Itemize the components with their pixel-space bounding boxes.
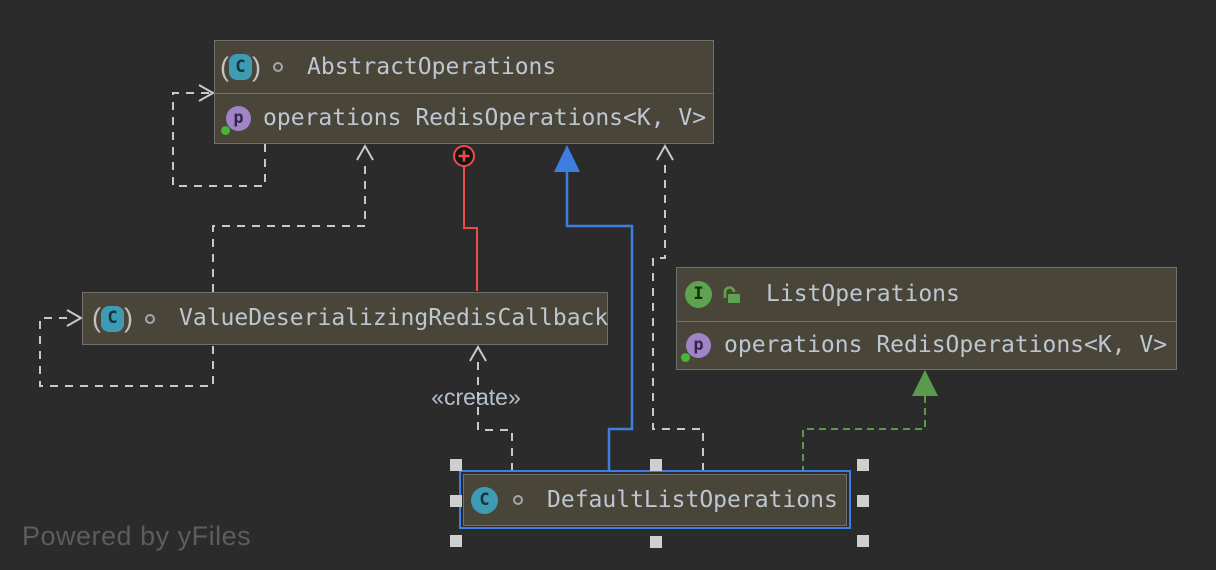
selection-handle-top-center[interactable] [650, 459, 662, 471]
visibility-icon [513, 495, 523, 505]
unlocked-icon [723, 285, 740, 303]
interface-icon: I [685, 281, 712, 308]
class-node-default-list-operations[interactable]: C DefaultListOperations [463, 474, 847, 526]
class-title: ValueDeserializingRedisCallback [179, 305, 609, 331]
class-title: DefaultListOperations [547, 486, 838, 513]
selection-handle-bottom-right[interactable] [857, 535, 869, 547]
selection-outline [459, 470, 851, 529]
public-dot-icon [221, 125, 230, 135]
member-row[interactable]: p operations RedisOperations<K, V> [215, 93, 713, 143]
inheritance-arrowhead [554, 145, 580, 172]
circle-plus-icon [453, 145, 475, 167]
class-node-value-deserializing-redis-callback[interactable]: ( C ) ValueDeserializingRedisCallback [82, 292, 608, 345]
edge-dependency-vdrc-to-abstract-operations[interactable] [212, 143, 374, 292]
abstract-class-icon: ( C ) [92, 303, 133, 333]
interface-node-list-operations[interactable]: I ListOperations p operations RedisOpera… [676, 267, 1177, 370]
member-row[interactable]: p operations RedisOperations<K, V> [677, 321, 1176, 369]
yfiles-watermark: Powered by yFiles [22, 521, 252, 551]
node-title-row[interactable]: C DefaultListOperations [464, 475, 846, 525]
edge-implements-dlo-to-list-operations[interactable] [802, 370, 938, 470]
selection-handle-bottom-left[interactable] [450, 535, 462, 547]
node-title-row[interactable]: I ListOperations [677, 268, 1176, 321]
class-icon: C [471, 486, 498, 514]
create-edge-label: «create» [431, 384, 521, 410]
implements-arrowhead [912, 370, 938, 396]
class-title: AbstractOperations [307, 53, 557, 80]
visibility-icon [145, 313, 155, 324]
property-icon: p [221, 105, 251, 135]
node-title-row[interactable]: ( C ) ValueDeserializingRedisCallback [83, 293, 609, 344]
class-node-abstract-operations[interactable]: ( C ) AbstractOperations p operations Re… [214, 40, 714, 144]
node-title-row[interactable]: ( C ) AbstractOperations [215, 41, 713, 93]
selection-handle-mid-right[interactable] [857, 495, 869, 507]
public-dot-icon [681, 352, 690, 362]
selection-handle-top-left[interactable] [450, 459, 462, 471]
property-icon: p [681, 332, 711, 362]
member-text: operations RedisOperations<K, V> [263, 105, 707, 131]
selection-handle-bottom-center[interactable] [650, 536, 662, 548]
edge-inner-class-abstract-to-vdrc[interactable] [453, 145, 478, 291]
interface-title: ListOperations [766, 281, 960, 307]
selection-handle-top-right[interactable] [857, 459, 869, 471]
member-text: operations RedisOperations<K, V> [724, 332, 1168, 358]
abstract-class-icon: ( C ) [220, 51, 261, 82]
visibility-icon [273, 62, 283, 72]
selection-handle-mid-left[interactable] [450, 495, 462, 507]
